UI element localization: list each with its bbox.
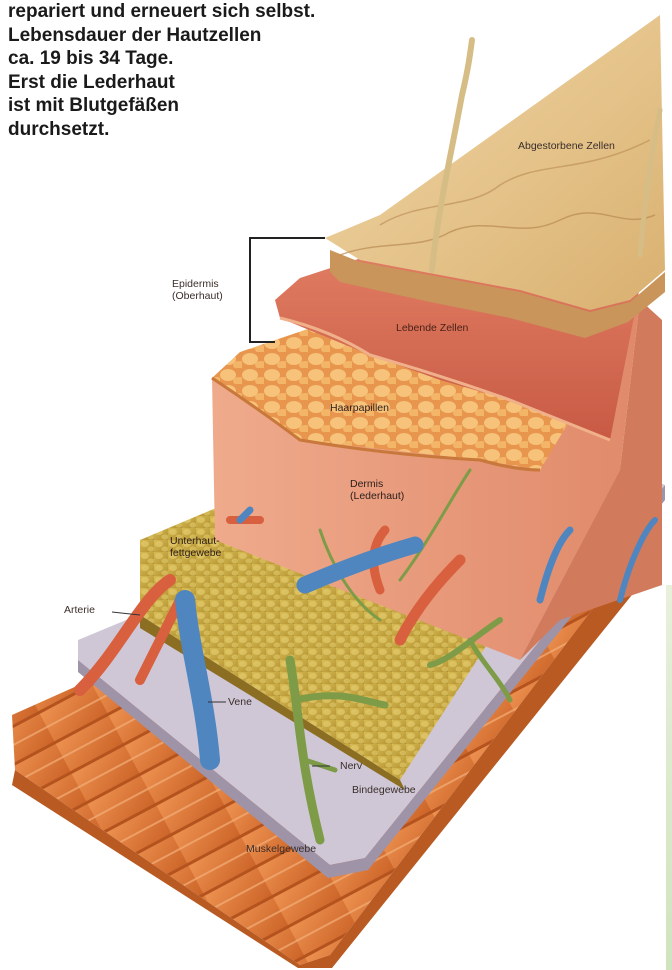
- label-artery: Arterie: [64, 604, 95, 616]
- label-dermis-line: (Lederhaut): [350, 490, 404, 502]
- label-epidermis-line: (Oberhaut): [172, 290, 223, 302]
- label-subcutaneous-line: fettgewebe: [170, 547, 221, 559]
- label-subcutaneous-line: Unterhaut-: [170, 535, 221, 547]
- label-dead-cells: Abgestorbene Zellen: [518, 140, 615, 152]
- label-dermis: Dermis (Lederhaut): [350, 478, 404, 502]
- label-muscle: Muskelgewebe: [246, 843, 316, 855]
- label-epidermis-line: Epidermis: [172, 278, 223, 290]
- label-papillae: Haarpapillen: [330, 402, 389, 414]
- label-dermis-line: Dermis: [350, 478, 404, 490]
- side-strip: [666, 585, 672, 970]
- label-nerve: Nerv: [340, 760, 362, 772]
- label-vein: Vene: [228, 696, 252, 708]
- label-epidermis: Epidermis (Oberhaut): [172, 278, 223, 302]
- dead-cells-layer: [325, 15, 665, 338]
- label-subcutaneous: Unterhaut- fettgewebe: [170, 535, 221, 559]
- label-connective: Bindegewebe: [352, 784, 416, 796]
- label-living-cells: Lebende Zellen: [396, 322, 468, 334]
